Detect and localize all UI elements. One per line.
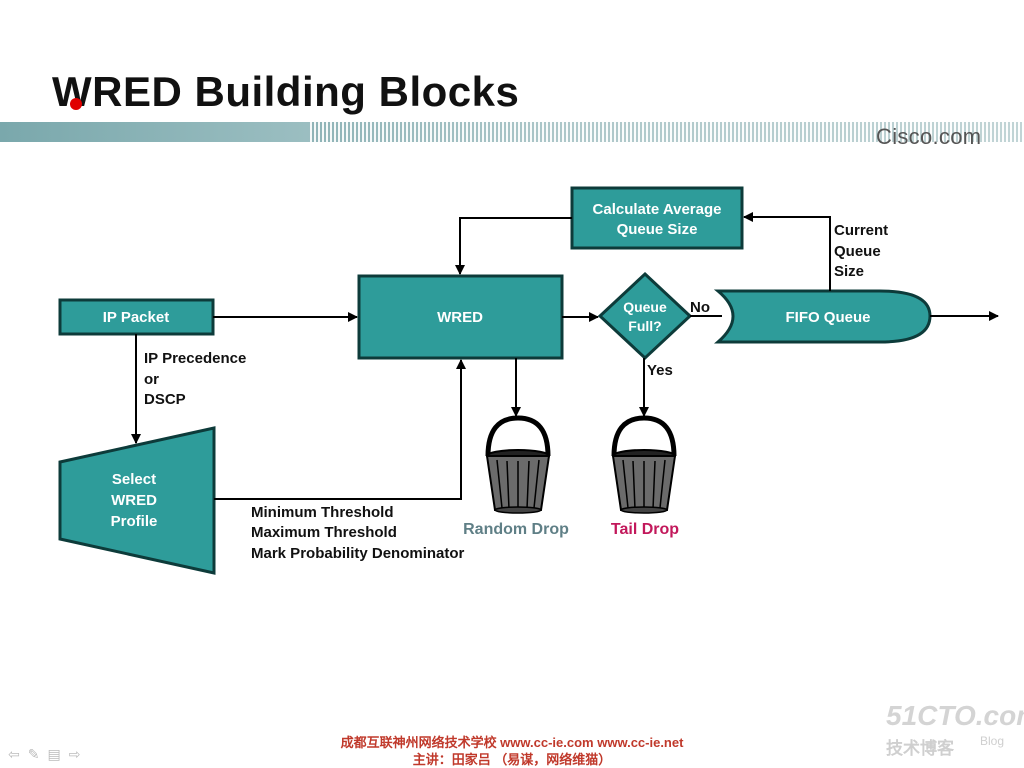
prev-arrow-icon[interactable]: ⇦: [8, 746, 20, 762]
label-or: or: [144, 371, 159, 388]
queue-full-label-line2: Full?: [628, 318, 661, 334]
watermark-blog: Blog: [980, 734, 1005, 748]
watermark-site: 51CTO.com: [886, 700, 1024, 731]
slide-nav: ⇦ ✎ ▤ ⇨: [8, 746, 80, 763]
next-arrow-icon[interactable]: ⇨: [68, 746, 81, 762]
select-wred-profile-shape: Select WRED Profile: [58, 426, 216, 575]
laser-pointer-dot: [70, 98, 82, 110]
footer-line-1: 成都互联神州网络技术学校 www.cc-ie.com www.cc-ie.net: [340, 735, 684, 750]
select-label-line1: Select: [112, 471, 156, 488]
watermark-sub: 技术博客: [886, 739, 954, 758]
title-divider-stripes: [310, 122, 1024, 142]
label-yes: Yes: [647, 362, 673, 379]
line-select-to-wred: [214, 359, 466, 500]
footer-line-2: 主讲：田家吕 （易谋，网络维猫）: [412, 752, 612, 767]
label-tail-drop: Tail Drop: [611, 521, 679, 538]
select-label-line3: Profile: [111, 513, 158, 530]
label-max-threshold: Maximum Threshold: [251, 524, 397, 541]
ip-packet-box: IP Packet: [58, 298, 215, 336]
line-fifo-to-calc: [743, 212, 831, 291]
queue-full-label-line1: Queue: [623, 299, 667, 315]
calc-avg-label-line1: Calculate Average: [593, 201, 722, 218]
label-current: Current: [834, 222, 888, 239]
label-queue: Queue: [834, 243, 881, 260]
label-dscp: DSCP: [144, 391, 186, 408]
label-no: No: [690, 299, 710, 316]
ip-packet-label: IP Packet: [103, 309, 169, 326]
line-calc-to-wred: [455, 217, 572, 275]
connectors: [131, 212, 999, 500]
random-drop-bucket-icon: [485, 415, 551, 514]
label-min-threshold: Minimum Threshold: [251, 504, 394, 521]
menu-icon[interactable]: ▤: [47, 746, 61, 762]
tail-drop-bucket-icon: [611, 415, 677, 514]
label-size: Size: [834, 263, 864, 280]
fifo-queue-label: FIFO Queue: [785, 309, 870, 326]
queue-full-decision: Queue Full?: [597, 271, 693, 361]
calc-avg-label-line2: Queue Size: [617, 221, 698, 238]
label-mark-prob: Mark Probability Denominator: [251, 545, 465, 562]
fifo-queue-shape: FIFO Queue: [713, 289, 932, 344]
label-ip-precedence: IP Precedence: [144, 350, 246, 367]
calc-avg-queue-box: Calculate Average Queue Size: [570, 186, 744, 250]
page-title: WRED Building Blocks: [52, 68, 520, 115]
pen-icon[interactable]: ✎: [27, 746, 40, 762]
label-random-drop: Random Drop: [463, 521, 569, 538]
select-label-line2: WRED: [111, 492, 157, 509]
wred-label: WRED: [437, 309, 483, 326]
brand-logo-text: Cisco.com: [876, 124, 982, 149]
wred-box: WRED: [357, 274, 564, 360]
